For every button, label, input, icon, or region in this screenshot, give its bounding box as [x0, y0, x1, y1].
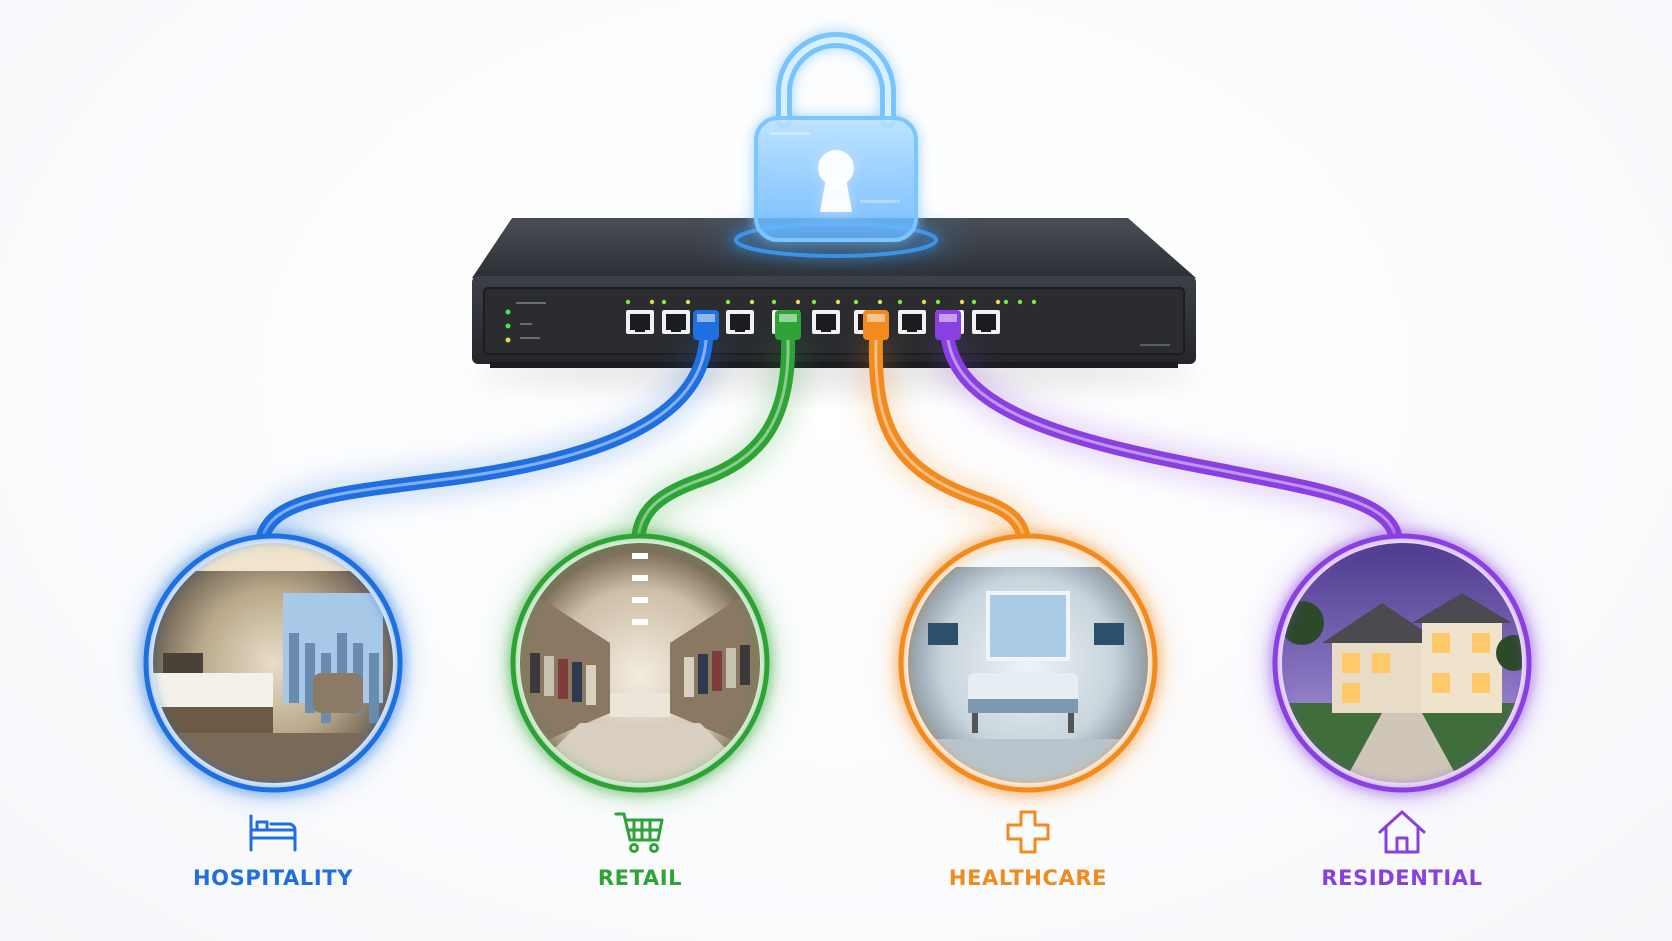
sector-circle — [503, 526, 777, 800]
rj45-plug — [775, 310, 801, 340]
medical-cross-icon — [1000, 808, 1056, 856]
port-led — [661, 299, 667, 305]
port-led — [959, 299, 965, 305]
port-led — [749, 299, 755, 305]
port-led — [795, 299, 801, 305]
port-led — [935, 299, 941, 305]
sector-label: HOSPITALITY — [192, 866, 354, 890]
port-led — [649, 299, 655, 305]
ethernet-cables — [249, 310, 1409, 547]
rj45-plug — [863, 310, 889, 340]
ethernet-port — [972, 310, 1000, 334]
port-led — [921, 299, 927, 305]
ethernet-port — [626, 310, 654, 334]
port-led — [1003, 299, 1009, 305]
padlock-icon — [754, 32, 918, 242]
sector-label: RETAIL — [597, 866, 683, 890]
port-led — [811, 299, 817, 305]
network-switch — [472, 218, 1196, 368]
ethernet-port — [898, 310, 926, 334]
sector-label: RESIDENTIAL — [1321, 866, 1483, 890]
ethernet-port — [662, 310, 690, 334]
bed-icon — [245, 808, 301, 856]
rj45-plug — [693, 310, 719, 340]
port-led — [1017, 299, 1023, 305]
port-led — [877, 299, 883, 305]
shopping-cart-icon — [612, 808, 668, 856]
port-led — [835, 299, 841, 305]
ethernet-cable — [249, 310, 719, 547]
sector-circle — [891, 526, 1165, 800]
port-led — [971, 299, 977, 305]
sector-circle — [136, 526, 410, 800]
ethernet-port — [726, 310, 754, 334]
port-led — [725, 299, 731, 305]
port-led — [995, 299, 1001, 305]
port-led — [685, 299, 691, 305]
ethernet-port — [812, 310, 840, 334]
port-led — [625, 299, 631, 305]
ethernet-cable — [935, 310, 1409, 547]
house-icon — [1374, 808, 1430, 856]
sector-circle — [1265, 526, 1539, 800]
sector-label: HEALTHCARE — [948, 866, 1108, 890]
port-led — [771, 299, 777, 305]
rj45-plug — [935, 310, 961, 340]
port-led — [897, 299, 903, 305]
port-led — [853, 299, 859, 305]
ethernet-cable — [625, 310, 802, 547]
port-led — [1031, 299, 1037, 305]
clothing-store-photo — [517, 540, 763, 786]
ethernet-cable — [862, 310, 1037, 547]
